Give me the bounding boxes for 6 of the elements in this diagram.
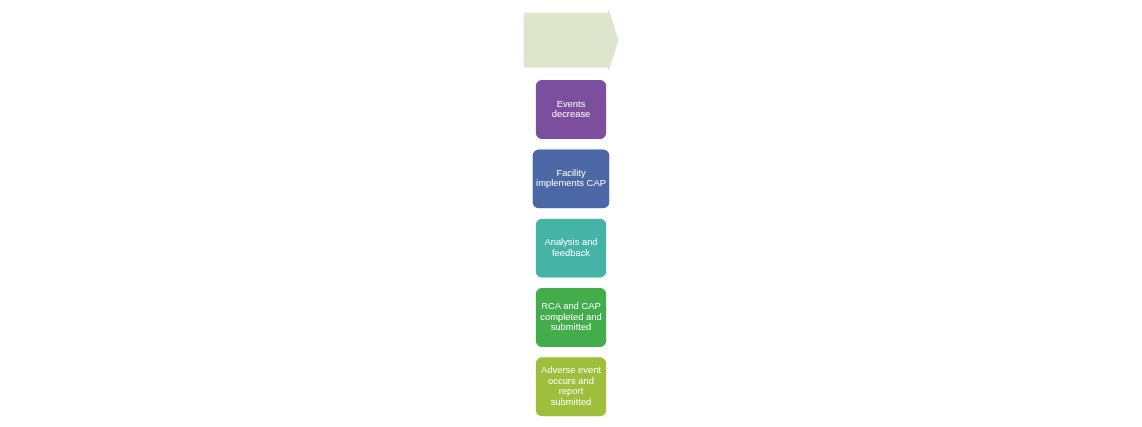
node-box: Events decrease [534, 79, 608, 140]
node-box: RCA and CAP completed and submitted [534, 287, 608, 348]
node-box: Analysis and feedback [534, 217, 608, 279]
node-box: Facility implements CAP [531, 148, 611, 210]
node-arrow [523, 9, 619, 71]
node-box: Adverse event occurs and report submitted [534, 356, 608, 418]
